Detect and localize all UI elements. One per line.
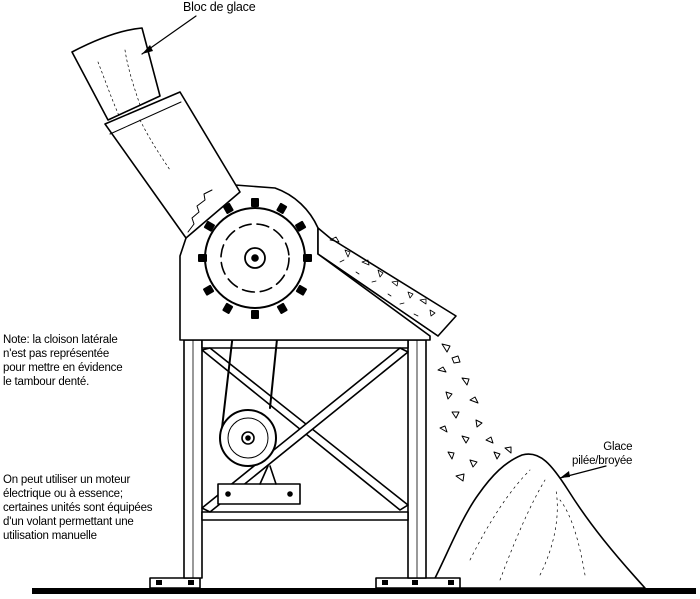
crushed-ice-pile	[429, 453, 646, 589]
motor-base	[217, 483, 301, 505]
note-line-4: le tambour denté.	[3, 376, 90, 388]
motor-line-2: électrique ou à essence;	[3, 488, 123, 500]
note-line-3: pour mettre en évidence	[3, 362, 123, 374]
falling-ice-fragments	[437, 343, 512, 482]
ice-hopper	[104, 91, 241, 239]
ice-block-texture	[97, 49, 171, 171]
hopper-teeth	[187, 189, 213, 233]
pile-texture	[469, 469, 586, 581]
foot-pad-left	[149, 577, 201, 589]
label-motor-note: On peut utiliser un moteur électrique ou…	[3, 473, 153, 543]
motor-line-3: certaines unités sont équipées	[3, 502, 153, 514]
ground-line	[32, 588, 696, 594]
label-crushed-ice: Glace pilée/broyée	[572, 440, 632, 468]
motor-line-1: On peut utiliser un moteur	[3, 474, 131, 486]
rail-bottom	[201, 511, 409, 521]
motor-line-4: d'un volant permettant une	[3, 516, 134, 528]
note-line-2: n'est pas représentée	[3, 348, 110, 360]
drum-teeth	[198, 198, 312, 319]
label-side-panel-note: Note: la cloison latérale n'est pas repr…	[3, 333, 123, 389]
cross-braces	[201, 347, 409, 513]
label-ice-block: Bloc de glace	[183, 0, 256, 14]
motor-line-5: utilisation manuelle	[3, 530, 97, 542]
glace-line-2: pilée/broyée	[572, 455, 633, 467]
glace-line-1: Glace	[603, 441, 633, 453]
ice-block	[71, 27, 161, 121]
note-line-1: Note: la cloison latérale	[3, 334, 118, 346]
chute-ice-texture	[329, 236, 436, 317]
outlet-chute	[317, 227, 457, 337]
